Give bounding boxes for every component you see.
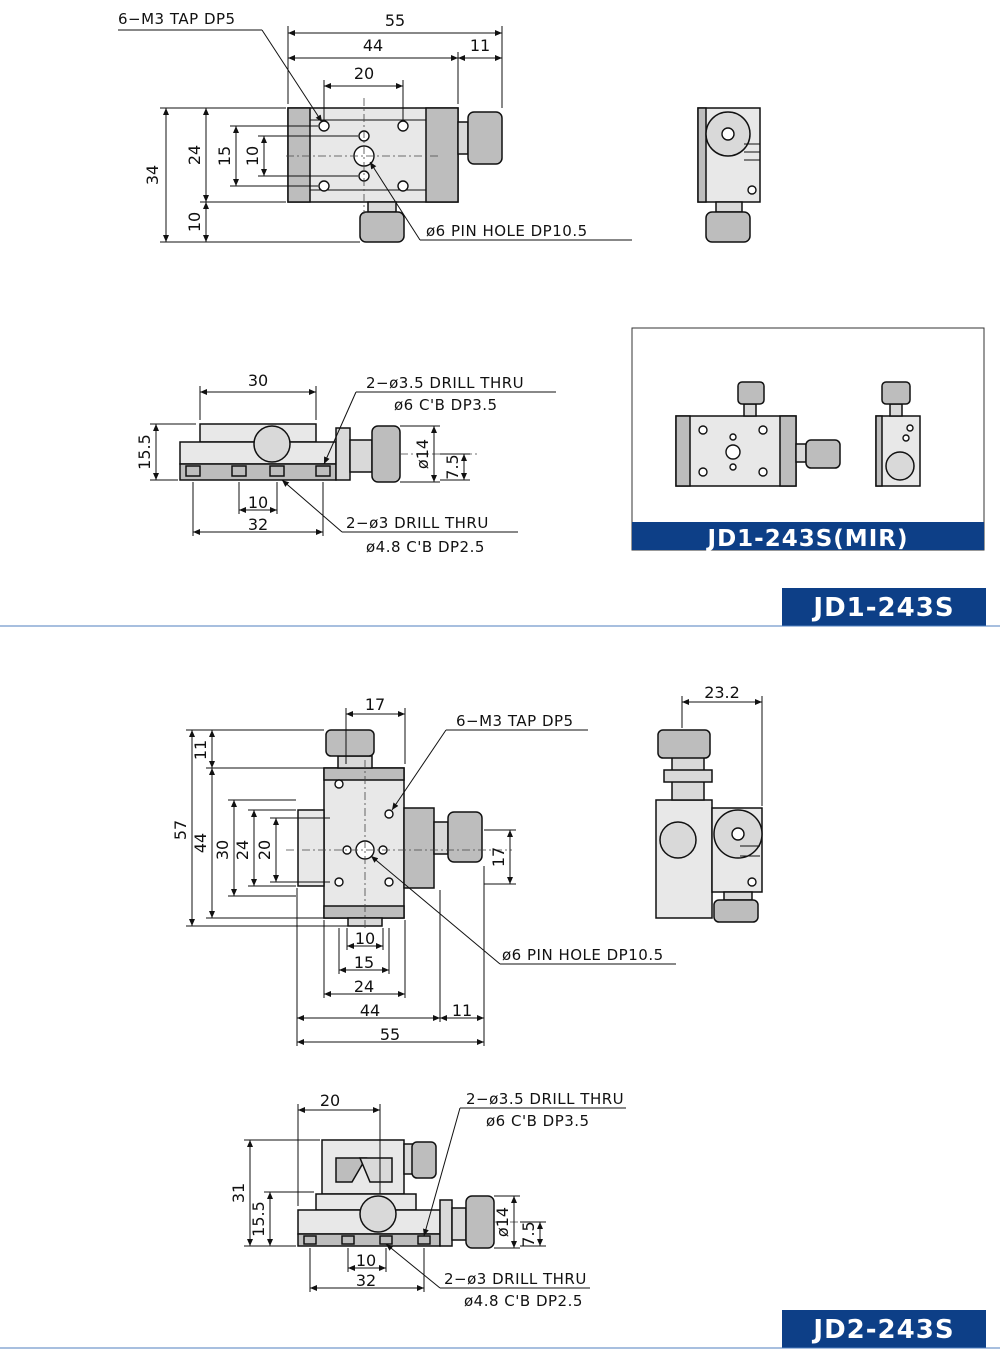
jd2-top-dim-44: 44 [191,833,210,853]
jd1-front-dim-7-5: 7.5 [443,454,462,479]
jd1-top-dim-20: 20 [354,64,374,83]
jd1-top-dim-34: 34 [143,165,162,185]
jd1-front-note-drill1b: ø6 C'B DP3.5 [394,396,498,414]
jd1-top-note-tap: 6−M3 TAP DP5 [118,10,236,28]
jd2-side-view: 23.2 [655,683,763,923]
jd2-top-dim-57: 57 [171,820,190,840]
jd2-front-dim-32: 32 [356,1271,376,1290]
jd2-front-view: 20 31 15.5 ø14 7.5 10 32 2−ø3.5 DRILL TH… [229,1090,626,1310]
jd1-front-dim-14: ø14 [413,439,432,469]
jd2-title-block: JD2-243S [0,1310,1000,1349]
jd2-top-dim-17r: 17 [489,847,508,867]
jd2-top-dim-30: 30 [213,840,232,860]
jd2-top-dim-20: 20 [255,840,274,860]
jd1-top-dim-11: 11 [470,36,490,55]
jd1-front-dim-30: 30 [248,371,268,390]
jd2-top-dim-10: 10 [355,929,375,948]
jd1-top-dim-10b: 10 [185,212,204,232]
jd2-top-dim-11: 11 [191,740,210,760]
jd1-front-view: 30 15.5 ø14 7.5 10 32 2−ø3.5 DRILL THRU … [135,371,556,556]
jd1-top-dim-10: 10 [243,146,262,166]
jd1-front-note-drill2b: ø4.8 C'B DP2.5 [366,538,485,556]
jd1-top-dim-24: 24 [185,145,204,165]
jd2-front-dim-31: 31 [229,1183,248,1203]
jd1-top-dim-55: 55 [385,11,405,30]
jd1-mirror-model-label: JD1-243S(MIR) [706,526,909,552]
jd2-top-view: 17 57 11 44 30 24 20 17 10 [171,695,676,1046]
jd1-top-view: 55 44 11 20 34 24 15 10 10 6−M3 TAP DP5 … [118,10,632,243]
jd1-front-note-drill2a: 2−ø3 DRILL THRU [346,514,489,532]
jd2-top-dim-15: 15 [354,953,374,972]
jd1-side-view [697,107,761,243]
jd2-front-note-drill2a: 2−ø3 DRILL THRU [444,1270,587,1288]
jd2-front-note-drill1b: ø6 C'B DP3.5 [486,1112,590,1130]
jd2-top-dim-55: 55 [380,1025,400,1044]
jd2-front-dim-7-5: 7.5 [519,1221,538,1246]
jd1-front-dim-32: 32 [248,515,268,534]
jd2-top-dim-24b: 24 [354,977,374,996]
jd1-top-dim-15: 15 [215,146,234,166]
jd2-front-dim-20: 20 [320,1091,340,1110]
jd2-top-dim-24: 24 [233,840,252,860]
jd2-top-dim-17: 17 [365,695,385,714]
jd2-top-note-pin: ø6 PIN HOLE DP10.5 [502,946,664,964]
jd2-top-dim-11b: 11 [452,1001,472,1020]
jd2-top-note-tap: 6−M3 TAP DP5 [456,712,574,730]
jd2-model-label: JD2-243S [811,1315,954,1345]
jd2-front-dim-10: 10 [356,1251,376,1270]
jd2-front-note-drill1a: 2−ø3.5 DRILL THRU [466,1090,624,1108]
jd1-title-block: JD1-243S [0,588,1000,627]
jd1-front-dim-15-5: 15.5 [135,434,154,470]
jd1-mirror-panel: JD1-243S(MIR) [631,327,985,552]
jd2-front-dim-14: ø14 [493,1207,512,1237]
jd1-front-dim-10: 10 [248,493,268,512]
jd2-front-note-drill2b: ø4.8 C'B DP2.5 [464,1292,583,1310]
jd2-front-dim-15-5: 15.5 [249,1201,268,1237]
jd2-side-dim-23-2: 23.2 [704,683,740,702]
jd1-model-label: JD1-243S [811,593,954,623]
jd2-top-dim-44b: 44 [360,1001,380,1020]
jd1-top-note-pin: ø6 PIN HOLE DP10.5 [426,222,588,240]
jd1-front-note-drill1a: 2−ø3.5 DRILL THRU [366,374,524,392]
jd1-top-dim-44: 44 [363,36,383,55]
